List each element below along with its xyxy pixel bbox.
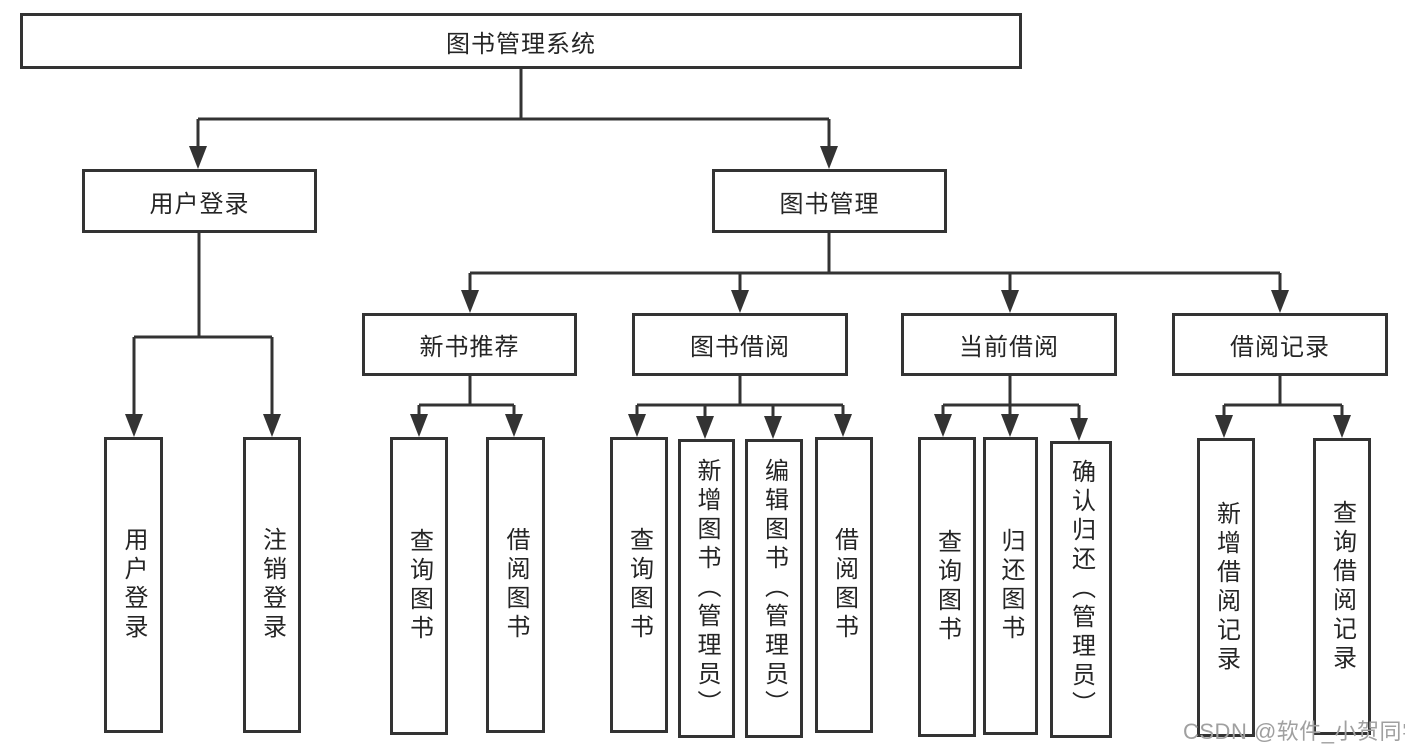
node-library-management-system: 图书管理系统 (20, 13, 1022, 69)
node-label: 图书借阅 (690, 334, 790, 361)
leaf-query-books-borrow: 查询图书 (610, 437, 668, 733)
node-label: 借阅记录 (1230, 334, 1330, 361)
leaf-label: 查询图书 (405, 528, 433, 644)
leaf-label: 新增借阅记录 (1212, 500, 1240, 675)
leaf-label: 查询借阅记录 (1328, 499, 1356, 674)
leaf-label: 查询图书 (933, 529, 961, 645)
node-label: 当前借阅 (959, 334, 1059, 361)
leaf-add-books-admin: 新增图书（管理员） (678, 439, 735, 738)
leaf-query-borrow-record: 查询借阅记录 (1313, 438, 1371, 735)
leaf-label: 确认归还（管理员） (1067, 459, 1095, 720)
leaf-return-books: 归还图书 (983, 437, 1038, 735)
leaf-label: 借阅图书 (830, 527, 858, 643)
leaf-borrow-books: 借阅图书 (815, 437, 873, 733)
node-label: 新书推荐 (419, 334, 520, 361)
leaf-logout: 注销登录 (243, 437, 301, 733)
node-new-book-recommend: 新书推荐 (362, 313, 577, 376)
leaf-label: 归还图书 (997, 528, 1024, 644)
leaf-edit-books-admin: 编辑图书（管理员） (745, 439, 803, 738)
leaf-borrow-books-recommend: 借阅图书 (486, 437, 545, 733)
leaf-label: 新增图书（管理员） (693, 458, 720, 719)
node-user-login: 用户登录 (82, 169, 317, 233)
leaf-confirm-return-admin: 确认归还（管理员） (1050, 441, 1112, 738)
csdn-watermark: CSDN @软件_小贺同学 (1183, 719, 1405, 744)
leaf-user-login: 用户登录 (104, 437, 163, 733)
leaf-add-borrow-record: 新增借阅记录 (1197, 438, 1255, 737)
node-label: 用户登录 (149, 190, 250, 218)
leaf-query-books-recommend: 查询图书 (390, 437, 448, 735)
leaf-label: 注销登录 (258, 527, 286, 643)
node-label: 图书管理 (779, 190, 880, 218)
leaf-label: 编辑图书（管理员） (760, 458, 788, 719)
node-book-management: 图书管理 (712, 169, 947, 233)
node-current-borrow: 当前借阅 (901, 313, 1117, 376)
node-borrow-records: 借阅记录 (1172, 313, 1388, 376)
leaf-label: 借阅图书 (502, 527, 529, 643)
node-book-borrow: 图书借阅 (632, 313, 848, 376)
leaf-label: 用户登录 (120, 527, 147, 643)
leaf-label: 查询图书 (625, 527, 653, 643)
leaf-query-books-current: 查询图书 (918, 437, 976, 737)
node-label: 图书管理系统 (446, 30, 596, 58)
